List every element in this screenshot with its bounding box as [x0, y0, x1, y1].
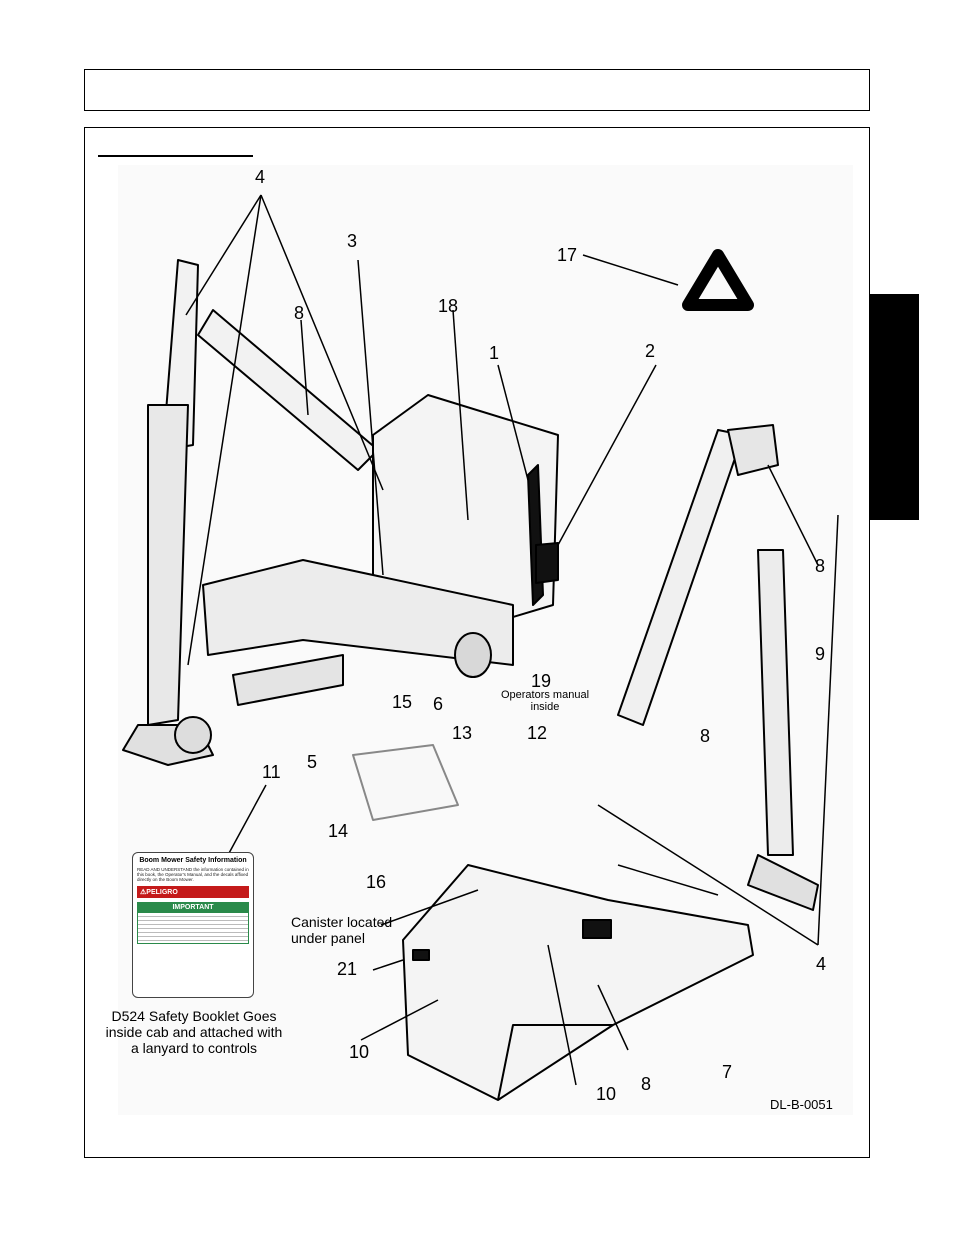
callout-5: 5: [307, 752, 318, 772]
callout-21: 21: [337, 959, 358, 979]
content-frame: [84, 127, 870, 1158]
callout-18: 18: [438, 296, 459, 316]
booklet-caption: D524 Safety Booklet Goes inside cab and …: [105, 1008, 283, 1056]
callout-6: 6: [433, 694, 444, 714]
callout-7: 7: [722, 1062, 733, 1082]
callout-8-left: 8: [294, 303, 305, 323]
operators-manual-note: Operators manual inside: [500, 689, 590, 713]
callout-13: 13: [452, 723, 473, 743]
callout-10-left: 10: [349, 1042, 370, 1062]
callout-15: 15: [392, 692, 413, 712]
canister-note: Canister located under panel: [291, 914, 393, 946]
callout-1: 1: [489, 343, 500, 363]
booklet-title: Boom Mower Safety Information: [139, 857, 247, 864]
callout-9: 9: [815, 644, 826, 664]
safety-booklet: Boom Mower Safety Information READ AND U…: [132, 852, 254, 998]
callout-3: 3: [347, 231, 358, 251]
callout-8-bottom: 8: [641, 1074, 652, 1094]
callout-4-bottom: 4: [816, 954, 827, 974]
callout-4-top: 4: [255, 167, 266, 187]
callout-11: 11: [262, 762, 281, 782]
booklet-danger-label: ⚠PELIGRO: [137, 886, 249, 898]
callout-16: 16: [366, 872, 387, 892]
booklet-important-label: IMPORTANT: [137, 902, 249, 913]
callout-17: 17: [557, 245, 578, 265]
callout-12: 12: [527, 723, 548, 743]
machine-drawing: [122, 194, 839, 1101]
page-header-box: [84, 69, 870, 111]
callout-19: 19: [531, 671, 552, 691]
callout-10-bottom: 10: [596, 1084, 617, 1104]
callout-2: 2: [645, 341, 656, 361]
callout-8-mid: 8: [700, 726, 711, 746]
document-code: DL-B-0051: [770, 1097, 833, 1112]
callout-8-right: 8: [815, 556, 826, 576]
section-title-underline: [98, 155, 253, 157]
callout-14: 14: [328, 821, 349, 841]
section-side-tab: [869, 294, 919, 520]
